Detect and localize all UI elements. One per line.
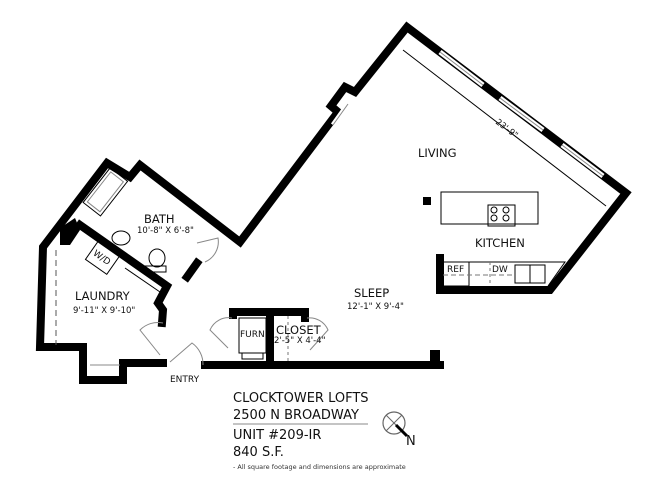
room-label-entry: ENTRY — [170, 375, 200, 385]
laundry-dimension: 9'-11" X 9'-10" — [73, 306, 135, 316]
room-label-kitchen: KITCHEN — [475, 236, 525, 250]
svg-text:FURN: FURN — [240, 330, 265, 340]
svg-text:DW: DW — [492, 265, 508, 275]
building-name: CLOCKTOWER LOFTS — [233, 391, 369, 406]
bath-dimension: 10'-8" X 6'-8" — [137, 226, 194, 236]
svg-text:REF: REF — [447, 265, 464, 275]
room-label-sleep: SLEEP — [354, 286, 389, 300]
address: 2500 N BROADWAY — [233, 408, 359, 423]
kitchen-island — [440, 191, 539, 227]
north-arrow-icon: N — [382, 411, 416, 449]
living-dimension: 23'-9" — [493, 117, 519, 140]
column — [423, 197, 431, 205]
unit-number: UNIT #209-IR — [233, 428, 321, 443]
disclaimer: - All square footage and dimensions are … — [233, 463, 406, 471]
bath-sink — [111, 230, 131, 246]
room-label-living: LIVING — [418, 146, 457, 160]
toilet — [143, 248, 167, 273]
windows — [330, 50, 605, 178]
dimension-line — [402, 49, 607, 207]
kitchen-counter: REF DW — [442, 261, 566, 287]
compass-label: N — [406, 434, 416, 449]
bathtub — [82, 167, 129, 217]
room-label-closet: CLOSET — [276, 323, 322, 337]
furnace: FURN — [238, 317, 267, 360]
closet-dimension: 2'-5" X 4'-4" — [274, 336, 326, 346]
sleep-dimension: 12'-1" X 9'-4" — [347, 302, 404, 312]
room-label-bath: BATH — [144, 212, 175, 226]
room-label-laundry: LAUNDRY — [75, 289, 131, 303]
square-footage: 840 S.F. — [233, 445, 284, 460]
